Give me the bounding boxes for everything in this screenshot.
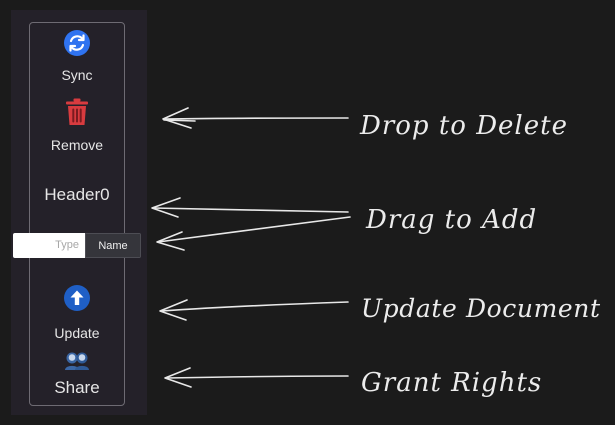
arrow-delete [162,107,349,129]
upload-arrow-icon [29,284,125,317]
arrow-add-header [151,197,349,218]
arrow-add-field [156,216,351,251]
sync-label: Sync [61,67,93,83]
update-label: Update [54,325,100,341]
share-button[interactable]: Share [29,351,125,398]
annotation-grant-rights: Grant Rights [361,368,543,398]
annotation-drop-to-delete: Drop to Delete [360,111,568,141]
annotation-drag-to-add: Drag to Add [366,205,538,235]
arrow-update [159,299,349,321]
trash-icon [29,98,125,131]
field-type[interactable]: Type [13,233,85,258]
toolbar-frame [29,22,125,406]
remove-label: Remove [50,137,104,153]
field-row[interactable]: Type Name [13,233,141,258]
sync-icon [29,29,125,62]
sync-button[interactable]: Sync [29,29,125,83]
header-item[interactable]: Header0 [44,185,110,204]
users-icon [29,351,125,376]
remove-button[interactable]: Remove [29,98,125,153]
arrow-grant [164,367,349,388]
annotation-update-document: Update Document [361,294,601,323]
field-name[interactable]: Name [85,233,141,258]
share-label: Share [54,378,100,397]
update-button[interactable]: Update [29,284,125,341]
